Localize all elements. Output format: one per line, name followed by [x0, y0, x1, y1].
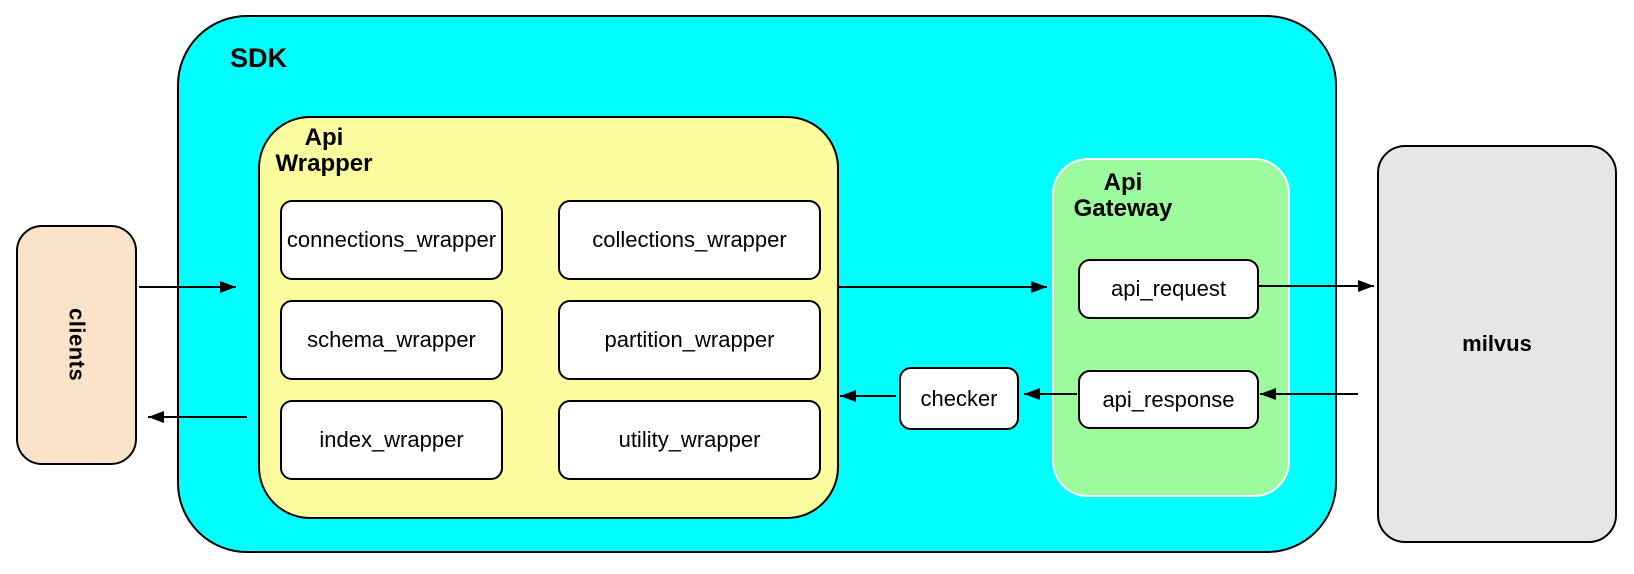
node-index-wrapper: index_wrapper [280, 400, 503, 480]
node-api-request: api_request [1078, 259, 1259, 319]
node-utility-wrapper: utility_wrapper [558, 400, 821, 480]
api-gateway-title: Api Gateway [1073, 169, 1173, 222]
node-checker: checker [899, 367, 1019, 430]
node-api-gateway: Api Gateway api_request api_response [1052, 158, 1290, 497]
api-wrapper-modules: connections_wrapper collections_wrapper … [280, 200, 821, 480]
clients-title: clients [64, 308, 90, 382]
node-partition-wrapper: partition_wrapper [558, 300, 821, 380]
node-collections-wrapper: collections_wrapper [558, 200, 821, 280]
node-connections-wrapper: connections_wrapper [280, 200, 503, 280]
node-milvus: milvus [1377, 145, 1617, 543]
node-sdk: SDK Api Wrapper connections_wrapper coll… [177, 15, 1337, 553]
node-api-wrapper: Api Wrapper connections_wrapper collecti… [258, 116, 839, 519]
node-api-response: api_response [1078, 370, 1259, 429]
api-wrapper-title: Api Wrapper [275, 124, 373, 177]
sdk-title: SDK [230, 43, 288, 73]
node-schema-wrapper: schema_wrapper [280, 300, 503, 380]
node-clients: clients [16, 225, 137, 465]
milvus-title: milvus [1462, 331, 1532, 356]
